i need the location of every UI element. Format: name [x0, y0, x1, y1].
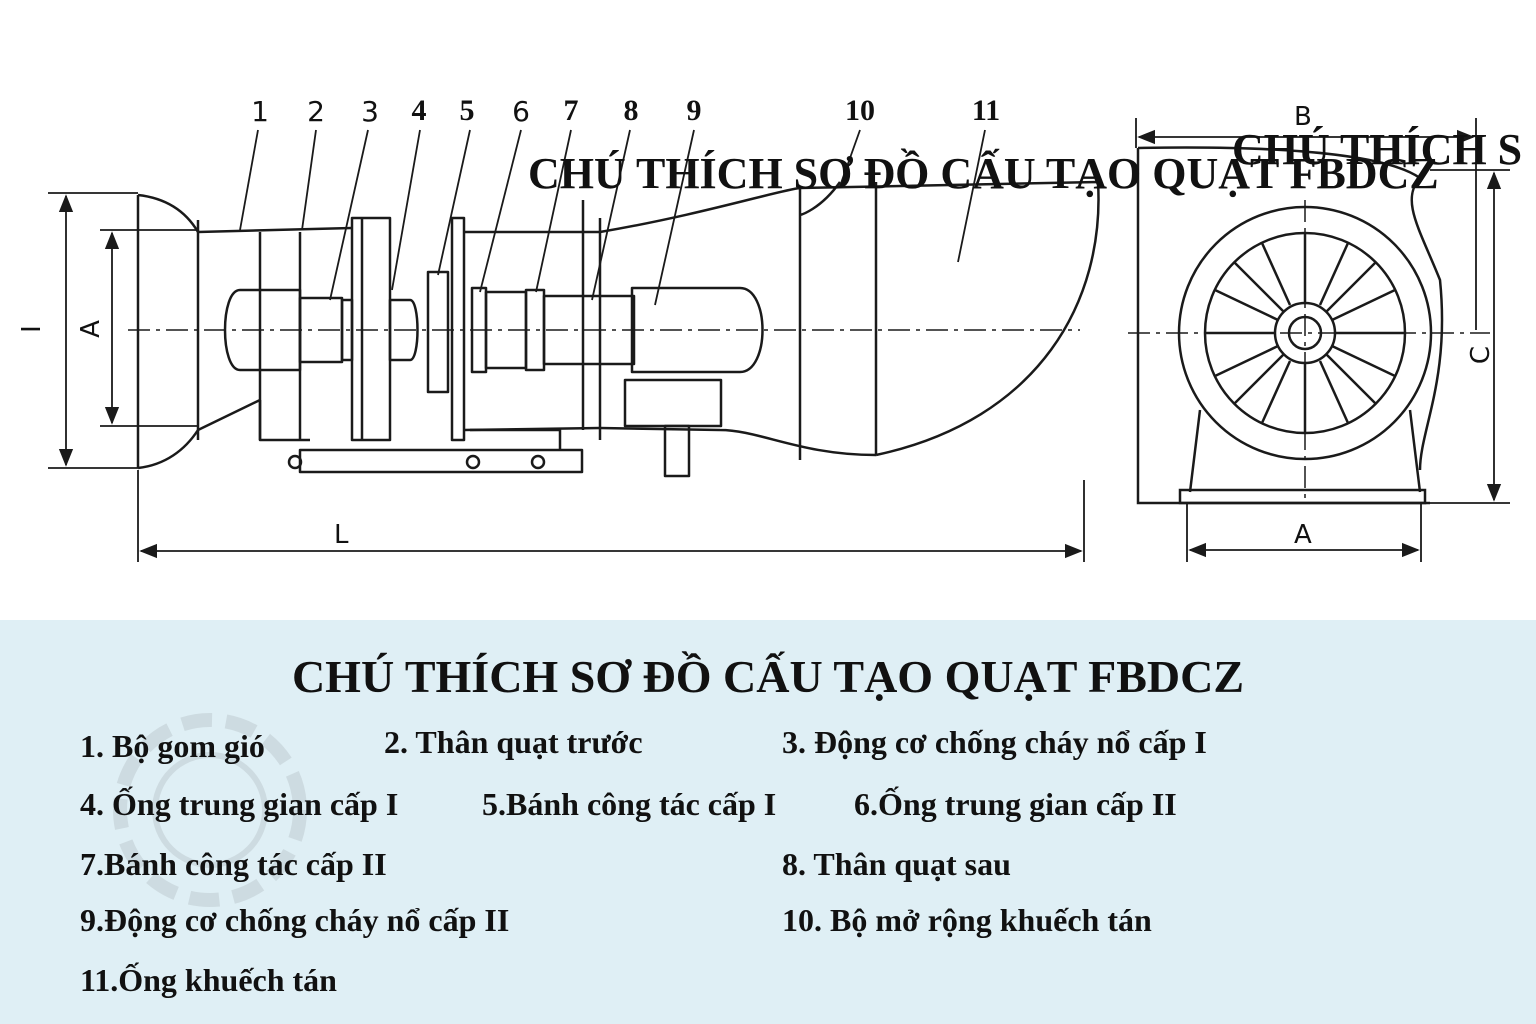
legend-panel: CHÚ THÍCH SƠ ĐỒ CẤU TẠO QUẠT FBDCZ 1. Bộ… [0, 620, 1536, 1024]
fan-structure-drawing: 1 2 3 4 5 6 7 8 9 10 11 I A L B C A CHÚ … [16, 94, 1523, 562]
dim-label-i: I [16, 325, 47, 333]
callout-4: 4 [411, 94, 427, 127]
callout-7: 7 [563, 94, 579, 127]
legend-item-4: 4. Ống trung gian cấp I [80, 786, 399, 822]
motor-one [223, 288, 302, 372]
callout-10: 10 [845, 94, 875, 127]
callout-3: 3 [361, 95, 379, 128]
callout-5: 5 [459, 94, 475, 127]
impeller-two-disc [450, 216, 466, 442]
dim-label-c: C [1466, 345, 1497, 365]
legend-item-3: 3. Động cơ chống cháy nổ cấp I [782, 724, 1207, 760]
front-view [1136, 146, 1444, 505]
callout-9: 9 [686, 94, 702, 127]
front-casing [197, 226, 353, 432]
fan-blades [1205, 233, 1405, 433]
callout-6: 6 [512, 95, 530, 128]
callout-11: 11 [971, 94, 1001, 127]
motor-two [630, 286, 764, 374]
drawing-overlay-title-partial: CHÚ THÍCH S [1232, 125, 1523, 174]
legend-item-10: 10. Bộ mở rộng khuếch tán [782, 902, 1152, 938]
legend-item-5: 5.Bánh công tác cấp I [482, 786, 777, 822]
intermediate-duct-one [388, 298, 419, 362]
diffuser-tube [599, 180, 1100, 457]
technical-drawing-svg [48, 118, 1510, 562]
legend-item-9: 9.Động cơ chống cháy nổ cấp II [80, 902, 510, 938]
callout-2: 2 [307, 95, 325, 128]
fan-outer-ring [1177, 205, 1433, 461]
dim-label-a-front: A [1294, 520, 1312, 550]
dim-label-a-side: A [75, 320, 106, 338]
intake-collector [136, 193, 200, 470]
side-view [136, 180, 1100, 478]
callout-8: 8 [623, 94, 639, 127]
gear-watermark-icon [113, 713, 307, 907]
front-base [1178, 488, 1427, 505]
legend-item-11: 11.Ống khuếch tán [80, 962, 337, 998]
legend-item-8: 8. Thân quạt sau [782, 846, 1011, 882]
drawing-overlay-title: CHÚ THÍCH SƠ ĐỒ CẤU TẠO QUẠT FBDCZ [528, 149, 1439, 198]
dim-label-l: L [334, 520, 349, 550]
legend-title: CHÚ THÍCH SƠ ĐỒ CẤU TẠO QUẠT FBDCZ [291, 651, 1245, 702]
legend-item-6: 6.Ống trung gian cấp II [854, 786, 1177, 822]
legend-item-7: 7.Bánh công tác cấp II [80, 846, 387, 882]
dim-label-b: B [1294, 102, 1312, 132]
rear-casing [463, 230, 601, 432]
callout-1: 1 [251, 95, 269, 128]
legend-item-1: 1. Bộ gom gió [80, 728, 265, 764]
legend-item-2: 2. Thân quạt trước [384, 724, 643, 760]
impeller-one [350, 216, 392, 442]
